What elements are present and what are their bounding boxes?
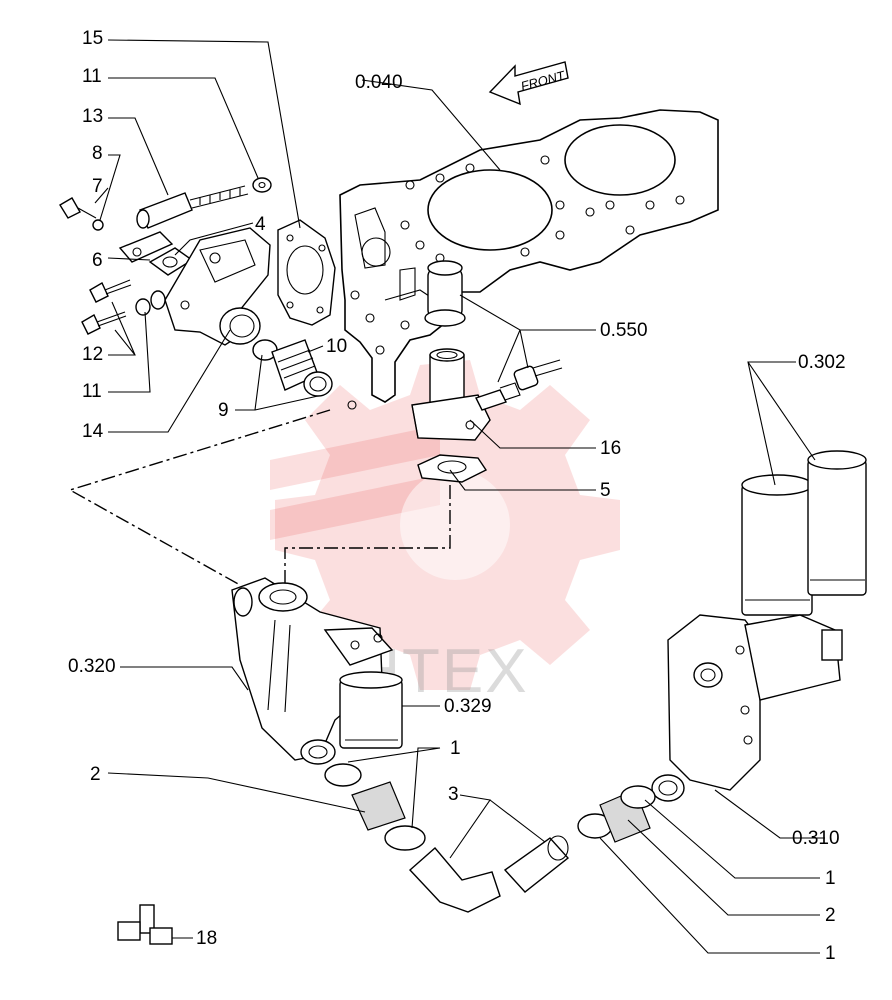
label-11-bottom: 11 bbox=[82, 381, 102, 402]
leader-lines bbox=[94, 39, 825, 954]
label-0-040: 0.040 bbox=[355, 72, 403, 93]
water-outlet-assembly bbox=[411, 260, 563, 483]
label-0-320: 0.320 bbox=[68, 656, 116, 677]
label-12: 12 bbox=[82, 344, 103, 365]
hose-left-assembly bbox=[324, 763, 426, 851]
block-bolt-holes bbox=[347, 155, 685, 410]
label-15: 15 bbox=[82, 28, 103, 49]
label-3: 3 bbox=[448, 784, 459, 805]
label-13: 13 bbox=[82, 106, 103, 127]
label-11-top: 11 bbox=[82, 66, 102, 87]
label-1-right-bottom: 1 bbox=[825, 943, 836, 964]
label-4: 4 bbox=[255, 214, 266, 235]
label-6: 6 bbox=[92, 250, 103, 271]
label-10: 10 bbox=[326, 336, 347, 357]
label-0-302: 0.302 bbox=[798, 352, 846, 373]
label-0-329: 0.329 bbox=[444, 696, 492, 717]
label-8: 8 bbox=[92, 143, 103, 164]
label-5: 5 bbox=[600, 480, 611, 501]
part-labels: 15 11 13 8 7 4 6 12 11 14 10 9 0.040 0.5… bbox=[68, 28, 846, 964]
label-7: 7 bbox=[92, 176, 103, 197]
watermark-gear-logo bbox=[270, 360, 620, 690]
water-pump-right bbox=[651, 450, 867, 802]
engine-block bbox=[339, 109, 719, 410]
hose-right-assembly bbox=[577, 785, 656, 843]
thermostat-housing-assembly bbox=[59, 177, 336, 397]
label-14: 14 bbox=[82, 421, 104, 442]
label-16: 16 bbox=[600, 438, 621, 459]
kit-18-icon bbox=[117, 904, 173, 945]
label-2-left: 2 bbox=[90, 764, 101, 785]
label-18: 18 bbox=[196, 928, 217, 949]
water-pump-left bbox=[231, 577, 403, 765]
label-1-left: 1 bbox=[450, 738, 461, 759]
label-1-right-top: 1 bbox=[825, 868, 836, 889]
label-2-right: 2 bbox=[825, 905, 836, 926]
label-0-310: 0.310 bbox=[792, 828, 840, 849]
label-0-550: 0.550 bbox=[600, 320, 648, 341]
front-arrow-icon: FRONT bbox=[488, 61, 569, 106]
label-9: 9 bbox=[218, 400, 229, 421]
hose-middle bbox=[408, 835, 570, 913]
connection-line-outlet bbox=[284, 485, 451, 585]
connection-line-housing bbox=[68, 409, 331, 586]
